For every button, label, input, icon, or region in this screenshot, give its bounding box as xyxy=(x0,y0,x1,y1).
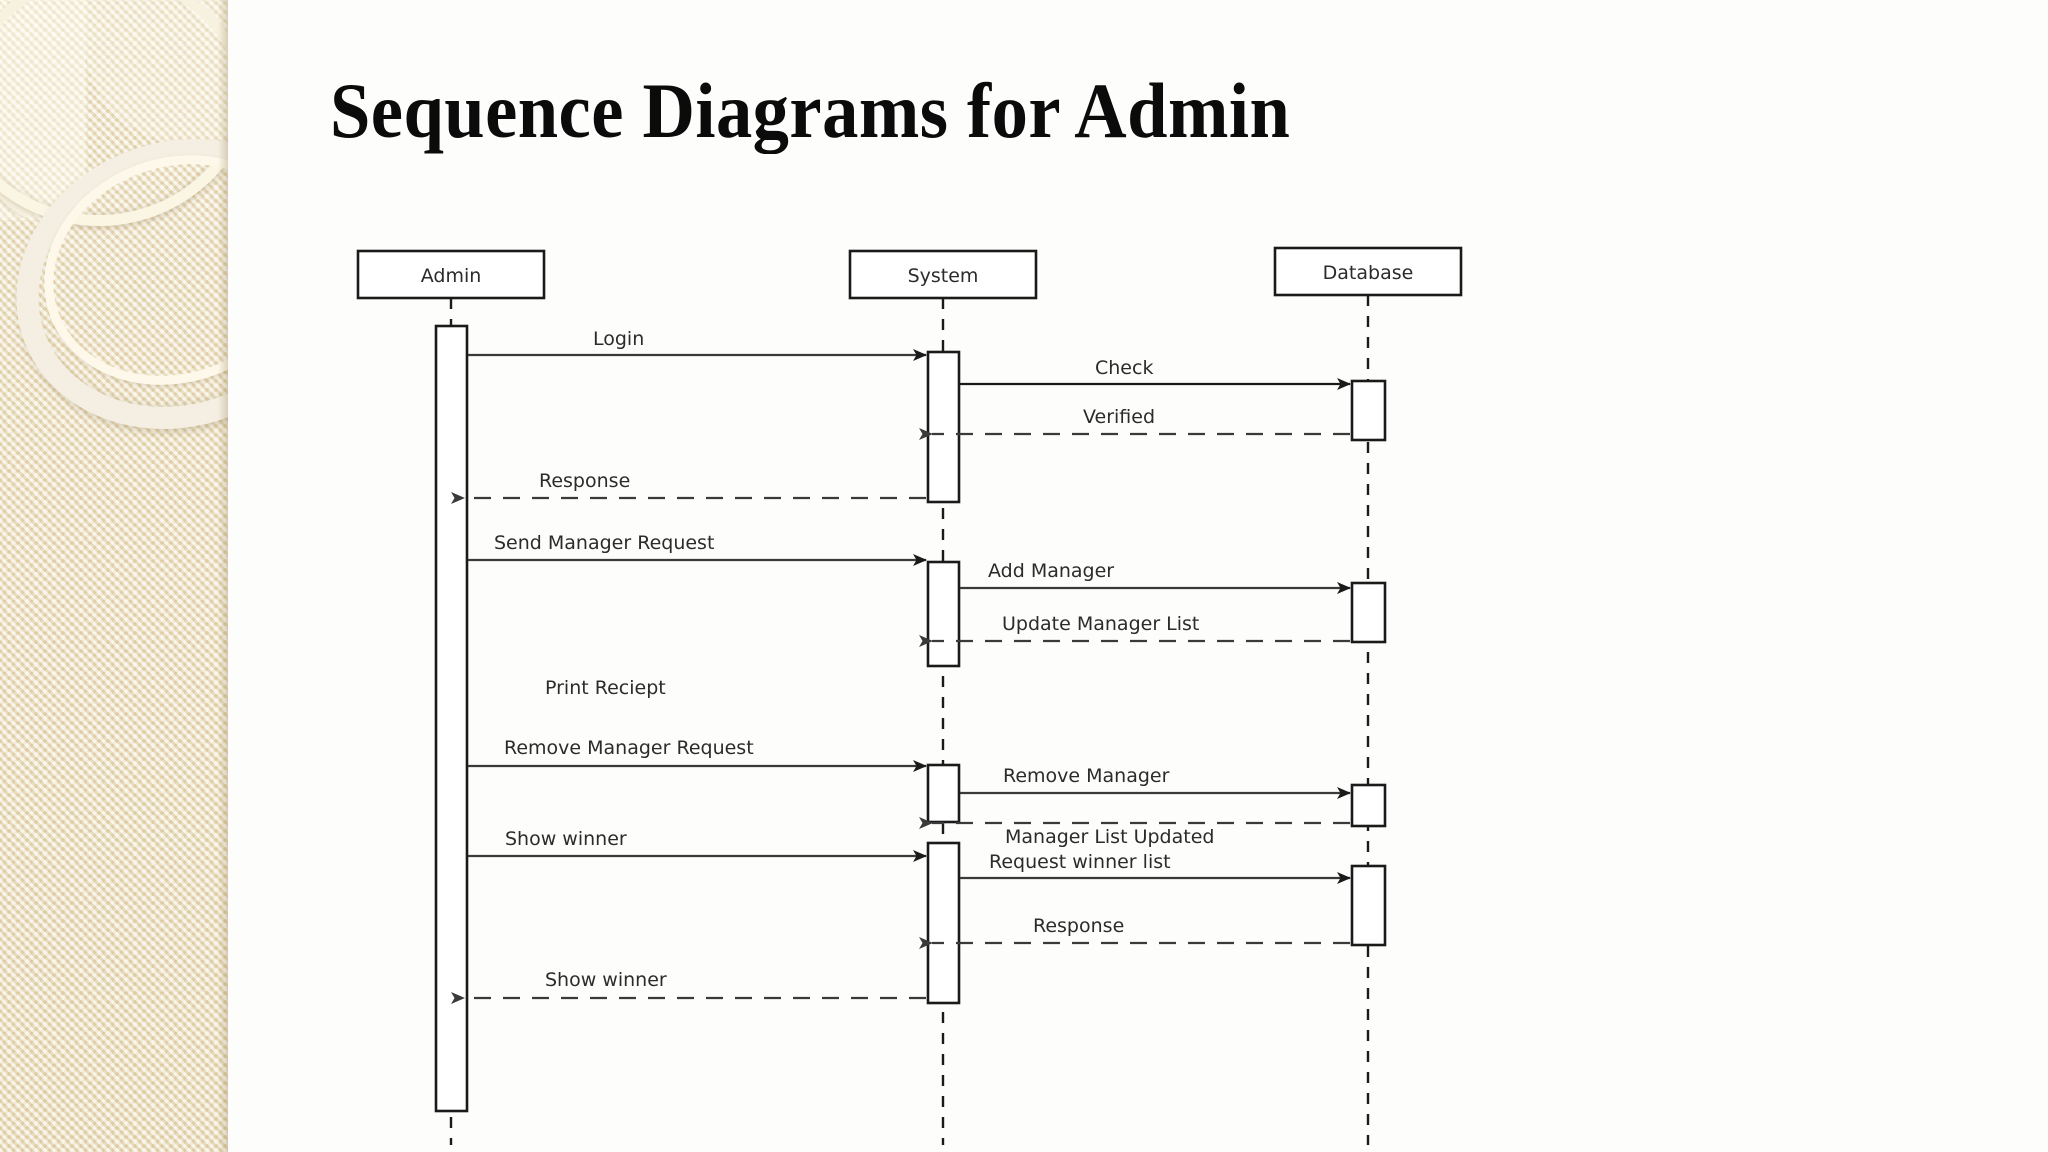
lifeline-label-database: Database xyxy=(1323,262,1414,284)
activation-bar-system-3 xyxy=(926,763,961,824)
message-response-login[interactable]: Response xyxy=(451,470,926,504)
message-check[interactable]: Check xyxy=(960,357,1351,390)
lifeline-header-database[interactable]: Database xyxy=(1273,246,1463,297)
message-remove-manager-request[interactable]: Remove Manager Request xyxy=(468,737,927,772)
message-label-show-winner-reply: Show winner xyxy=(545,969,667,991)
message-label-verified: Verified xyxy=(1083,406,1155,428)
message-label-request-winner-list: Request winner list xyxy=(989,851,1171,873)
lifeline-label-admin: Admin xyxy=(421,265,482,287)
message-label-send-manager-request: Send Manager Request xyxy=(494,532,714,554)
message-show-winner-reply[interactable]: Show winner xyxy=(451,969,926,1004)
message-label-update-manager-list: Update Manager List xyxy=(1002,613,1199,635)
message-label-manager-list-updated: Manager List Updated xyxy=(1005,826,1214,848)
activation-bar-database-1 xyxy=(1350,379,1387,442)
message-send-manager-request[interactable]: Send Manager Request xyxy=(468,532,927,566)
message-print-reciept[interactable]: Print Reciept xyxy=(545,677,666,699)
message-response-winner[interactable]: Response xyxy=(919,915,1350,949)
message-update-manager-list[interactable]: Update Manager List xyxy=(919,613,1350,647)
message-verified[interactable]: Verified xyxy=(919,406,1350,440)
message-label-remove-manager-request: Remove Manager Request xyxy=(504,737,754,759)
lifeline-header-admin[interactable]: Admin xyxy=(356,249,546,300)
activation-bar-system-1 xyxy=(926,350,961,504)
lifeline-label-system: System xyxy=(908,265,979,287)
message-add-manager[interactable]: Add Manager xyxy=(960,560,1351,594)
message-label-remove-manager: Remove Manager xyxy=(1003,765,1170,787)
activation-bar-system-2 xyxy=(926,560,961,668)
message-request-winner-list[interactable]: Request winner list xyxy=(960,851,1351,884)
activation-bar-database-4 xyxy=(1350,864,1387,947)
message-label-print-reciept: Print Reciept xyxy=(545,677,666,699)
decorative-side-band xyxy=(0,0,228,1152)
message-login[interactable]: Login xyxy=(468,328,927,361)
message-manager-list-updated[interactable]: Manager List Updated xyxy=(919,817,1350,848)
page-title: Sequence Diagrams for Admin xyxy=(330,67,1291,154)
lifeline-header-system[interactable]: System xyxy=(848,249,1038,300)
message-label-add-manager: Add Manager xyxy=(988,560,1114,582)
message-remove-manager[interactable]: Remove Manager xyxy=(960,765,1351,799)
message-show-winner-request[interactable]: Show winner xyxy=(468,828,927,862)
message-label-response-winner: Response xyxy=(1033,915,1124,937)
activation-bar-system-4 xyxy=(926,841,961,1005)
message-label-check: Check xyxy=(1095,357,1153,379)
activation-bar-admin xyxy=(434,324,469,1113)
message-label-login: Login xyxy=(593,328,644,350)
activation-bar-database-2 xyxy=(1350,581,1387,644)
message-label-response-login: Response xyxy=(539,470,630,492)
message-label-show-winner-request: Show winner xyxy=(505,828,627,850)
activation-bar-database-3 xyxy=(1350,783,1387,828)
